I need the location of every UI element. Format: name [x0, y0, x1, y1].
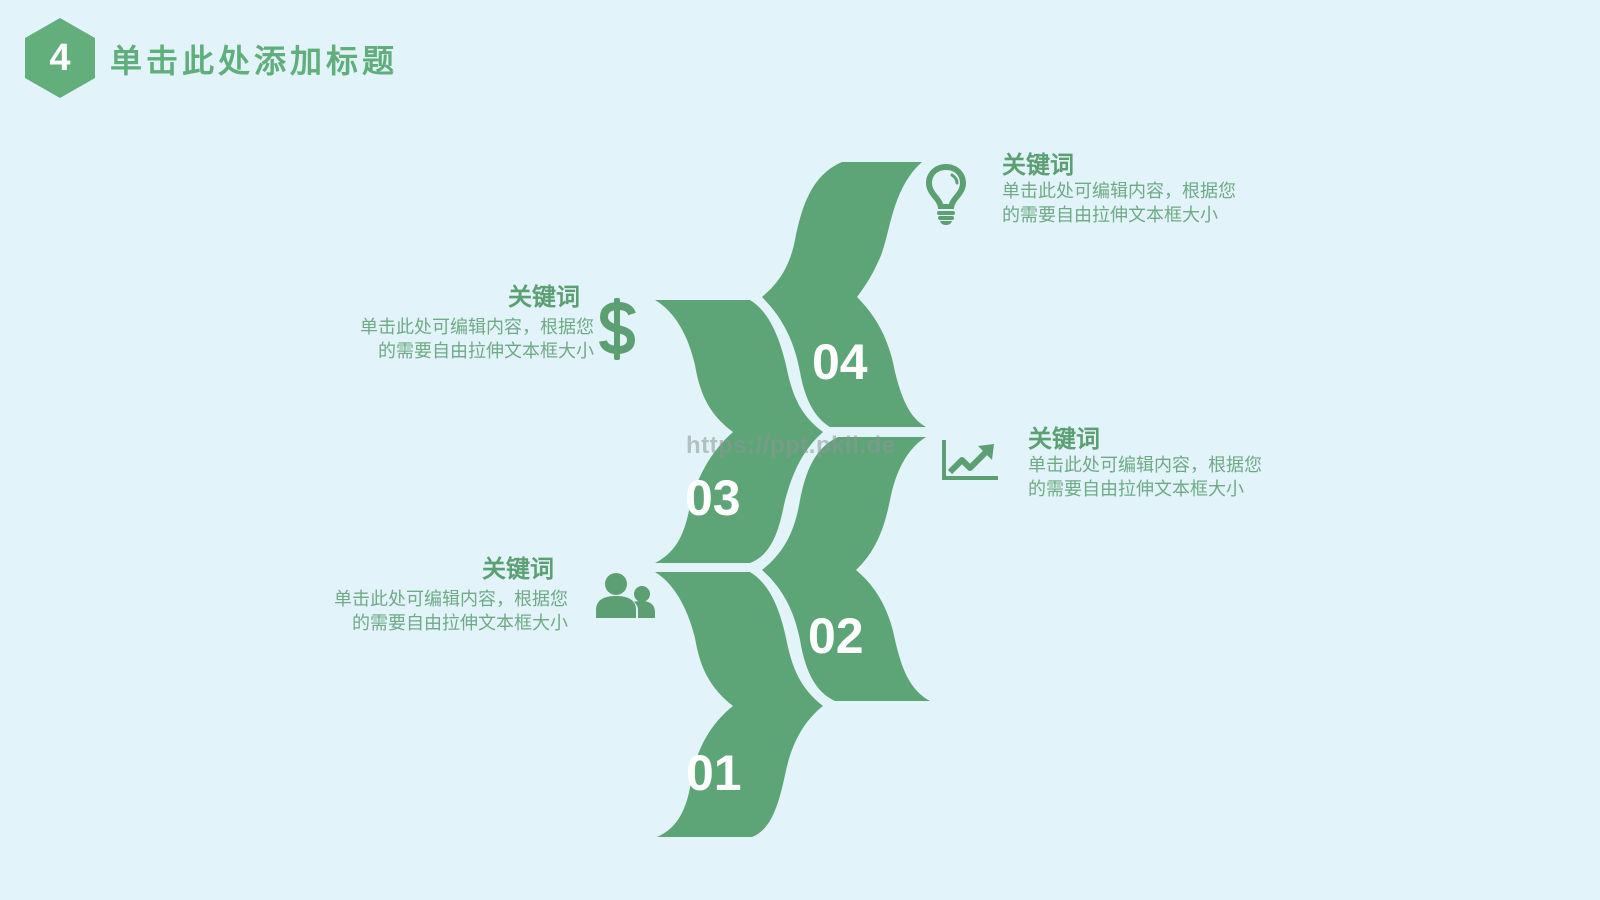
- step-03-text: 关键词 单击此处可编辑内容，根据您 的需要自由拉伸文本框大小: [330, 282, 594, 364]
- step-04-desc-line1[interactable]: 单击此处可编辑内容，根据您: [1002, 181, 1236, 202]
- section-number-badge: 4: [24, 18, 96, 98]
- users-icon: [594, 572, 656, 624]
- step-04-desc-line2[interactable]: 的需要自由拉伸文本框大小: [1002, 205, 1218, 226]
- step-02-desc-line2[interactable]: 的需要自由拉伸文本框大小: [1028, 479, 1244, 500]
- step-number-02: 02: [808, 608, 864, 664]
- step-01-text: 关键词 单击此处可编辑内容，根据您 的需要自由拉伸文本框大小: [304, 554, 568, 636]
- page-title[interactable]: 单击此处添加标题: [110, 42, 399, 80]
- step-number-03: 03: [685, 470, 741, 526]
- chart-trend-icon: [942, 438, 1000, 486]
- dollar-icon: [598, 296, 638, 366]
- ribbon-segment-03: [655, 300, 823, 563]
- ribbon-segment-01: [655, 572, 823, 837]
- step-04-keyword[interactable]: 关键词: [1002, 151, 1074, 179]
- section-number: 4: [49, 36, 71, 79]
- ribbon-segment-04: [762, 162, 926, 427]
- watermark-text: https://ppt.pkll.de: [686, 432, 896, 459]
- step-number-04: 04: [812, 334, 868, 390]
- step-04-text: 关键词 单击此处可编辑内容，根据您 的需要自由拉伸文本框大小: [1002, 150, 1236, 228]
- ribbon-segment-02: [762, 437, 930, 701]
- step-01-desc-line1[interactable]: 单击此处可编辑内容，根据您: [334, 589, 568, 610]
- step-02-desc-line1[interactable]: 单击此处可编辑内容，根据您: [1028, 455, 1262, 476]
- hexagon-shape: [25, 18, 95, 98]
- step-01-desc-line2[interactable]: 的需要自由拉伸文本框大小: [352, 613, 568, 634]
- slide-header: 4 单击此处添加标题: [24, 18, 398, 98]
- step-02-keyword[interactable]: 关键词: [1028, 425, 1100, 453]
- step-03-desc-line1[interactable]: 单击此处可编辑内容，根据您: [360, 317, 594, 338]
- step-03-keyword[interactable]: 关键词: [508, 283, 580, 311]
- step-03-desc-line2[interactable]: 的需要自由拉伸文本框大小: [378, 341, 594, 362]
- step-01-keyword[interactable]: 关键词: [482, 555, 554, 583]
- step-02-text: 关键词 单击此处可编辑内容，根据您 的需要自由拉伸文本框大小: [1028, 424, 1262, 502]
- step-number-01: 01: [686, 745, 742, 801]
- lightbulb-icon: [922, 160, 970, 230]
